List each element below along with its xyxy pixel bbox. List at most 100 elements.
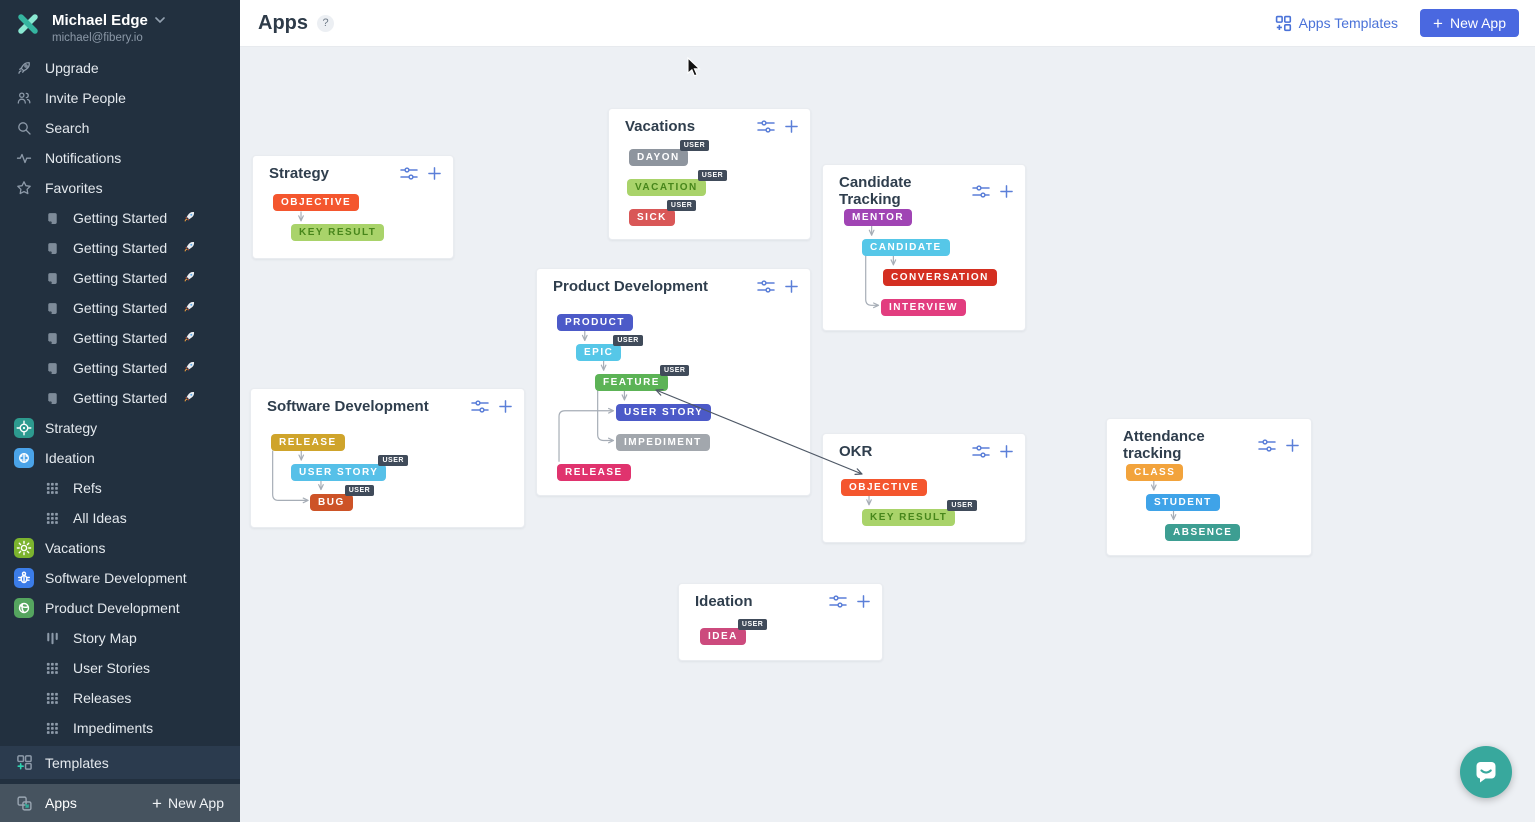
- type-badge-conversation[interactable]: CONVERSATION: [883, 269, 997, 286]
- ideation-app-icon: [14, 448, 34, 468]
- sidebar-item-label: Getting Started: [73, 390, 168, 406]
- type-badge-class[interactable]: CLASS: [1126, 464, 1184, 481]
- sidebar-item-impediments[interactable]: Impediments: [0, 713, 240, 743]
- type-badge-objective[interactable]: OBJECTIVE: [273, 194, 360, 211]
- user-relation-tag: USER: [344, 485, 375, 496]
- sidebar-item-getting-started[interactable]: Getting Started: [0, 383, 240, 413]
- sidebar-item-refs[interactable]: Refs: [0, 473, 240, 503]
- sidebar-item-getting-started[interactable]: Getting Started: [0, 293, 240, 323]
- sidebar-item-getting-started[interactable]: Getting Started: [0, 233, 240, 263]
- sidebar-item-story-map[interactable]: Story Map: [0, 623, 240, 653]
- sidebar-item-software-development[interactable]: Software Development: [0, 563, 240, 593]
- add-type-icon[interactable]: [499, 400, 512, 413]
- configure-app-icon[interactable]: [400, 166, 418, 181]
- sidebar-item-notifications[interactable]: Notifications: [0, 143, 240, 173]
- search-icon: [14, 118, 34, 138]
- grid-icon: [42, 478, 62, 498]
- type-badge-product[interactable]: PRODUCT: [557, 314, 633, 331]
- sidebar-item-all-ideas[interactable]: All Ideas: [0, 503, 240, 533]
- add-type-icon[interactable]: [857, 595, 870, 608]
- sidebar-new-app-button[interactable]: + New App: [152, 793, 224, 813]
- add-type-icon[interactable]: [1286, 438, 1299, 452]
- sidebar-item-label: Releases: [73, 690, 132, 706]
- user-relation-tag: USER: [947, 500, 977, 511]
- sidebar-item-favorites[interactable]: Favorites: [0, 173, 240, 203]
- sidebar-item-releases[interactable]: Releases: [0, 683, 240, 713]
- configure-app-icon[interactable]: [757, 279, 775, 294]
- type-badge-release[interactable]: RELEASE: [271, 434, 345, 451]
- add-type-icon[interactable]: [1000, 184, 1013, 198]
- help-button[interactable]: ?: [317, 14, 334, 32]
- workspace-switcher[interactable]: Michael Edge michael@fibery.io: [0, 0, 240, 52]
- sidebar-item-upgrade[interactable]: Upgrade: [0, 53, 240, 83]
- configure-app-icon[interactable]: [972, 184, 990, 199]
- product-development-app-icon: [14, 598, 34, 618]
- sidebar-item-apps[interactable]: Apps + New App: [0, 784, 240, 822]
- configure-app-icon[interactable]: [1258, 438, 1276, 453]
- user-relation-tag: USER: [613, 335, 643, 346]
- sidebar-item-search[interactable]: Search: [0, 113, 240, 143]
- type-badge-mentor[interactable]: MENTOR: [844, 209, 913, 226]
- rocket-emoji-icon: [178, 390, 196, 406]
- page-icon: [42, 238, 62, 258]
- templates-icon: [14, 753, 34, 773]
- type-badge-absence[interactable]: ABSENCE: [1165, 524, 1241, 541]
- add-type-icon[interactable]: [1000, 445, 1013, 458]
- sidebar-item-user-stories[interactable]: User Stories: [0, 653, 240, 683]
- type-badge-impediment[interactable]: IMPEDIMENT: [616, 434, 710, 451]
- type-badge-user-story[interactable]: USER STORY: [616, 404, 712, 421]
- sidebar-item-getting-started[interactable]: Getting Started: [0, 323, 240, 353]
- user-relation-tag: USER: [666, 200, 697, 211]
- sidebar-item-strategy[interactable]: Strategy: [0, 413, 240, 443]
- type-badge-student[interactable]: STUDENT: [1146, 494, 1220, 511]
- add-type-icon[interactable]: [428, 167, 441, 180]
- sidebar-item-label: Getting Started: [73, 240, 168, 256]
- user-relation-tag: USER: [737, 619, 768, 630]
- app-card-title: Attendance tracking: [1123, 428, 1205, 462]
- type-badge-key-result[interactable]: KEY RESULT: [291, 224, 385, 241]
- sidebar-item-label: Refs: [73, 480, 102, 496]
- apps-templates-link[interactable]: Apps Templates: [1275, 15, 1398, 32]
- configure-app-icon[interactable]: [829, 594, 847, 609]
- add-type-icon[interactable]: [785, 120, 798, 133]
- type-badge-objective[interactable]: OBJECTIVE: [841, 479, 928, 496]
- type-badge-interview[interactable]: INTERVIEW: [881, 299, 966, 316]
- configure-app-icon[interactable]: [471, 399, 489, 414]
- sidebar-item-getting-started[interactable]: Getting Started: [0, 353, 240, 383]
- grid-icon: [42, 688, 62, 708]
- app-card-attendance-tracking[interactable]: Attendance tracking CLASS STUDENT ABSENCE: [1106, 418, 1312, 556]
- add-type-icon[interactable]: [785, 280, 798, 293]
- page-icon: [42, 328, 62, 348]
- grid-icon: [42, 508, 62, 528]
- sidebar-item-getting-started[interactable]: Getting Started: [0, 203, 240, 233]
- sidebar-item-getting-started[interactable]: Getting Started: [0, 263, 240, 293]
- sidebar-item-ideation[interactable]: Ideation: [0, 443, 240, 473]
- sidebar-item-label: Favorites: [45, 180, 103, 196]
- new-app-button[interactable]: + New App: [1420, 9, 1519, 37]
- sidebar-item-templates[interactable]: Templates: [0, 746, 240, 779]
- chat-launcher-button[interactable]: [1460, 746, 1512, 798]
- sidebar-item-invite-people[interactable]: Invite People: [0, 83, 240, 113]
- sidebar-item-product-development[interactable]: Product Development: [0, 593, 240, 623]
- type-badge-candidate[interactable]: CANDIDATE: [862, 239, 950, 256]
- type-badge-release[interactable]: RELEASE: [557, 464, 631, 481]
- sidebar-item-vacations[interactable]: Vacations: [0, 533, 240, 563]
- configure-app-icon[interactable]: [972, 444, 990, 459]
- configure-app-icon[interactable]: [757, 119, 775, 134]
